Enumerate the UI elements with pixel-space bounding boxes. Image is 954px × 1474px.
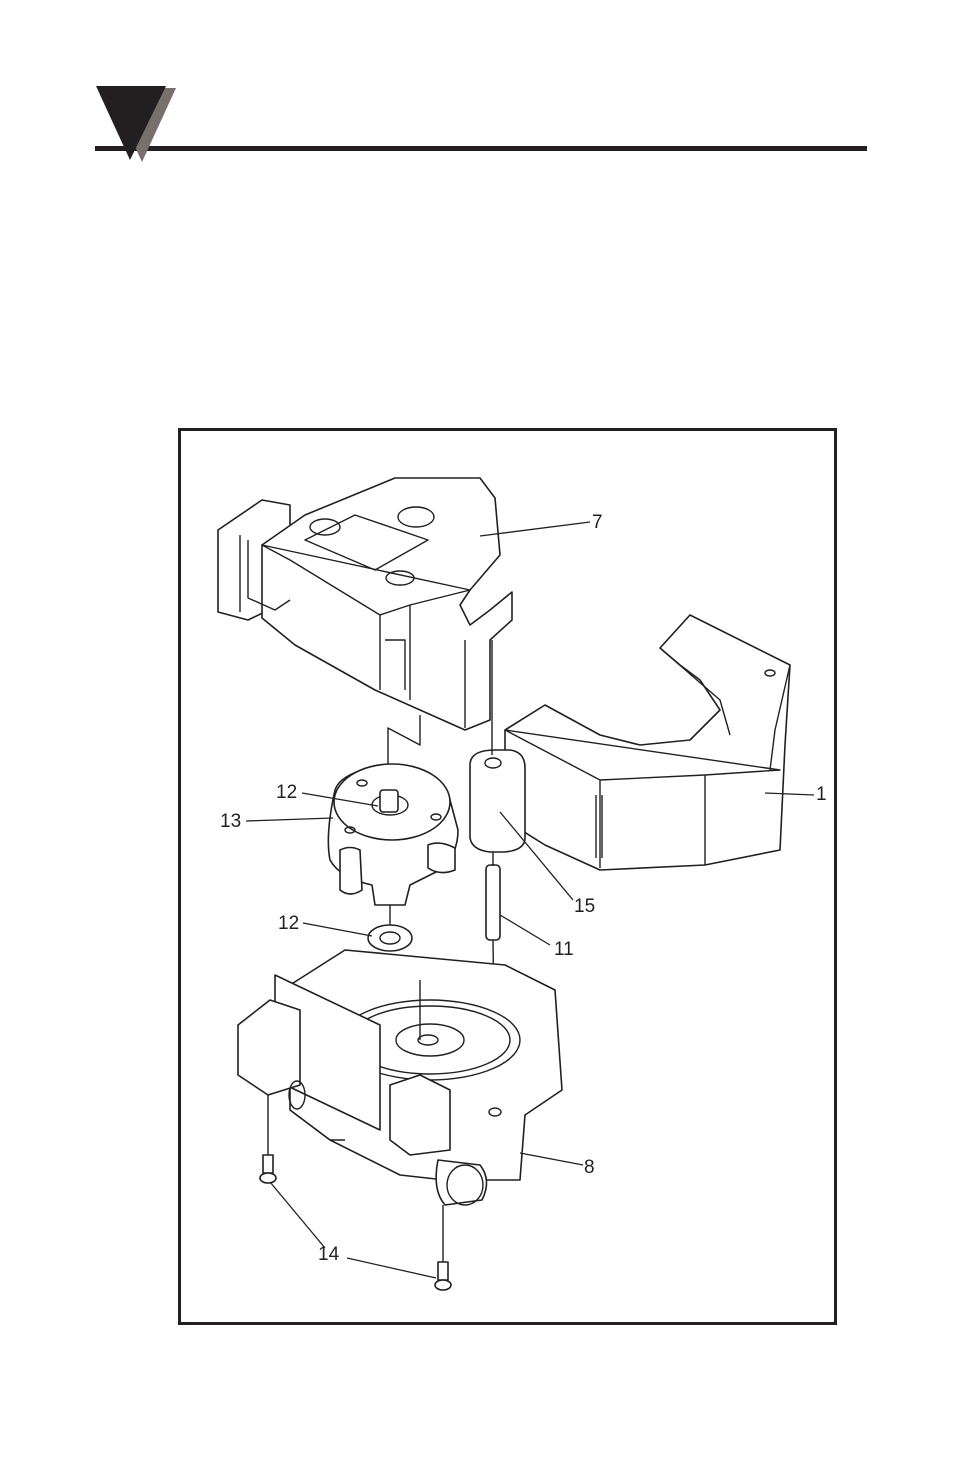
callout-1: 1: [816, 784, 827, 805]
part-13-rotor: [328, 715, 458, 905]
callout-7: 7: [592, 512, 603, 533]
part-8-base: [238, 950, 562, 1205]
part-12-washer: [368, 905, 412, 951]
callout-15: 15: [574, 896, 595, 917]
part-1-clamp-arm: [505, 615, 790, 870]
callout-8: 8: [584, 1157, 595, 1178]
callout-12-bottom: 12: [278, 913, 299, 934]
callout-11: 11: [554, 939, 574, 960]
callout-12-top: 12: [276, 782, 297, 803]
part-7-upper-housing: [218, 478, 512, 730]
callout-14: 14: [318, 1244, 340, 1265]
callout-13: 13: [220, 811, 241, 832]
